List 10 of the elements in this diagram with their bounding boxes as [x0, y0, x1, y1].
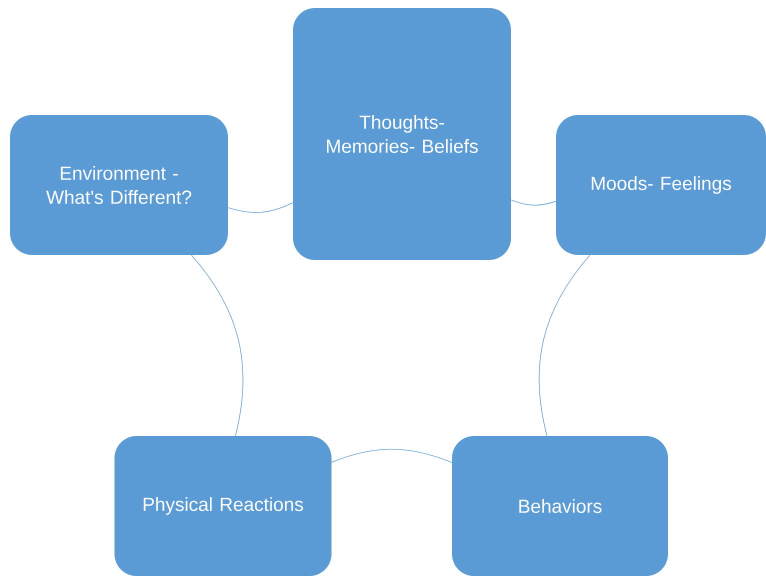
process-box: Behaviors — [452, 436, 668, 576]
process-box: Physical Reactions — [114, 436, 332, 576]
process-box: Moods- Feelings — [556, 115, 766, 255]
connector-arc — [510, 200, 556, 206]
connector-arc — [538, 254, 590, 436]
connector-arc — [331, 448, 452, 463]
connector-arc — [191, 254, 244, 436]
process-box: Thoughts- Memories- Beliefs — [293, 8, 511, 260]
process-box: Environment - What's Different? — [10, 115, 228, 255]
connector-arc — [228, 202, 294, 213]
